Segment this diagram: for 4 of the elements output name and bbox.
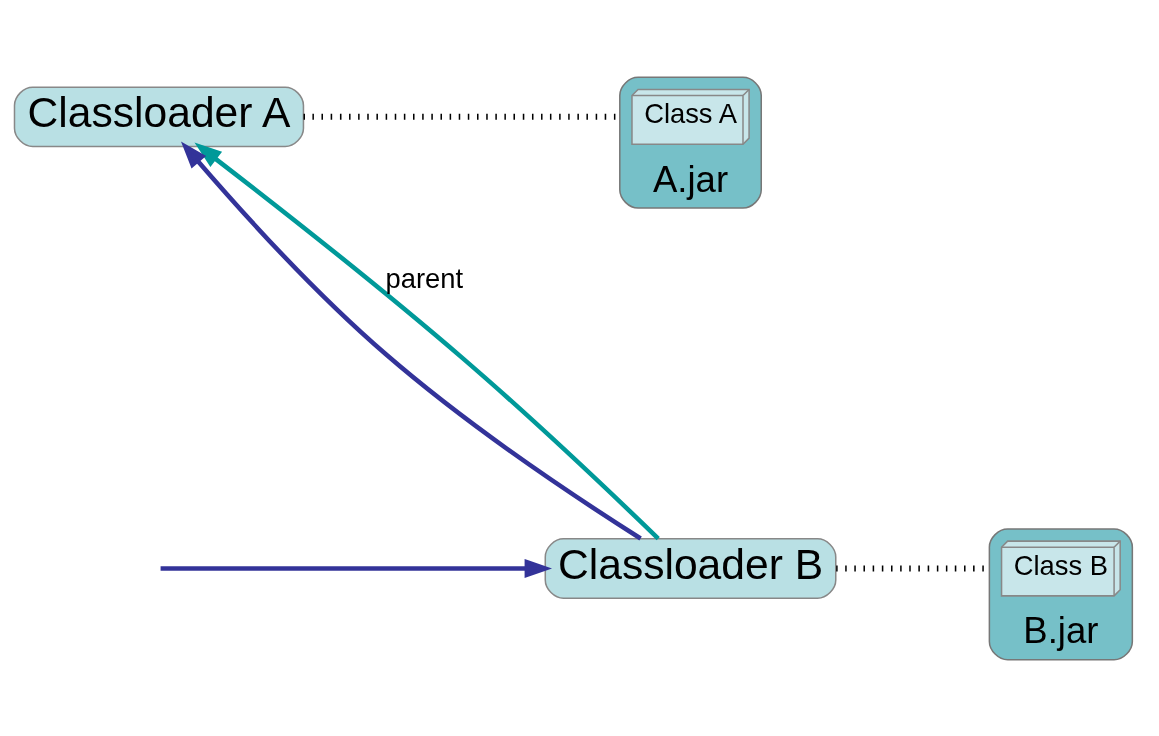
- arrow: [160, 558, 553, 578]
- edge-label: parent: [385, 262, 464, 294]
- node-box: Classloader B: [544, 537, 837, 599]
- node-box: Classloader A: [13, 85, 305, 147]
